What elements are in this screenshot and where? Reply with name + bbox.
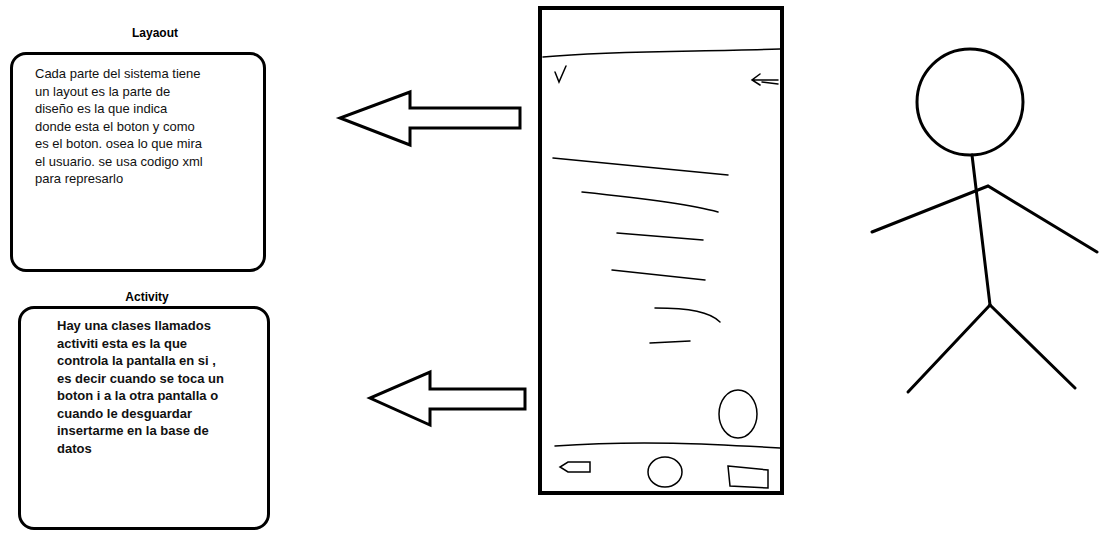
block-arrow [370,372,525,425]
box-heading: Layaout [132,26,178,40]
note-box: Cada parte del sistema tiene un layout e… [10,52,266,272]
body-text: Hay una clases llamados activiti esta es… [57,317,227,457]
stick-figure [872,49,1097,392]
rounded-box: Hay una clases llamados activiti esta es… [18,306,270,530]
block-arrow [340,92,520,145]
box-heading: Activity [125,290,168,304]
note-box: Hay una clases llamados activiti esta es… [18,306,270,530]
body-text: Cada parte del sistema tiene un layout e… [35,65,207,188]
rounded-box: Cada parte del sistema tiene un layout e… [10,52,266,272]
phone-sketch [540,8,782,493]
